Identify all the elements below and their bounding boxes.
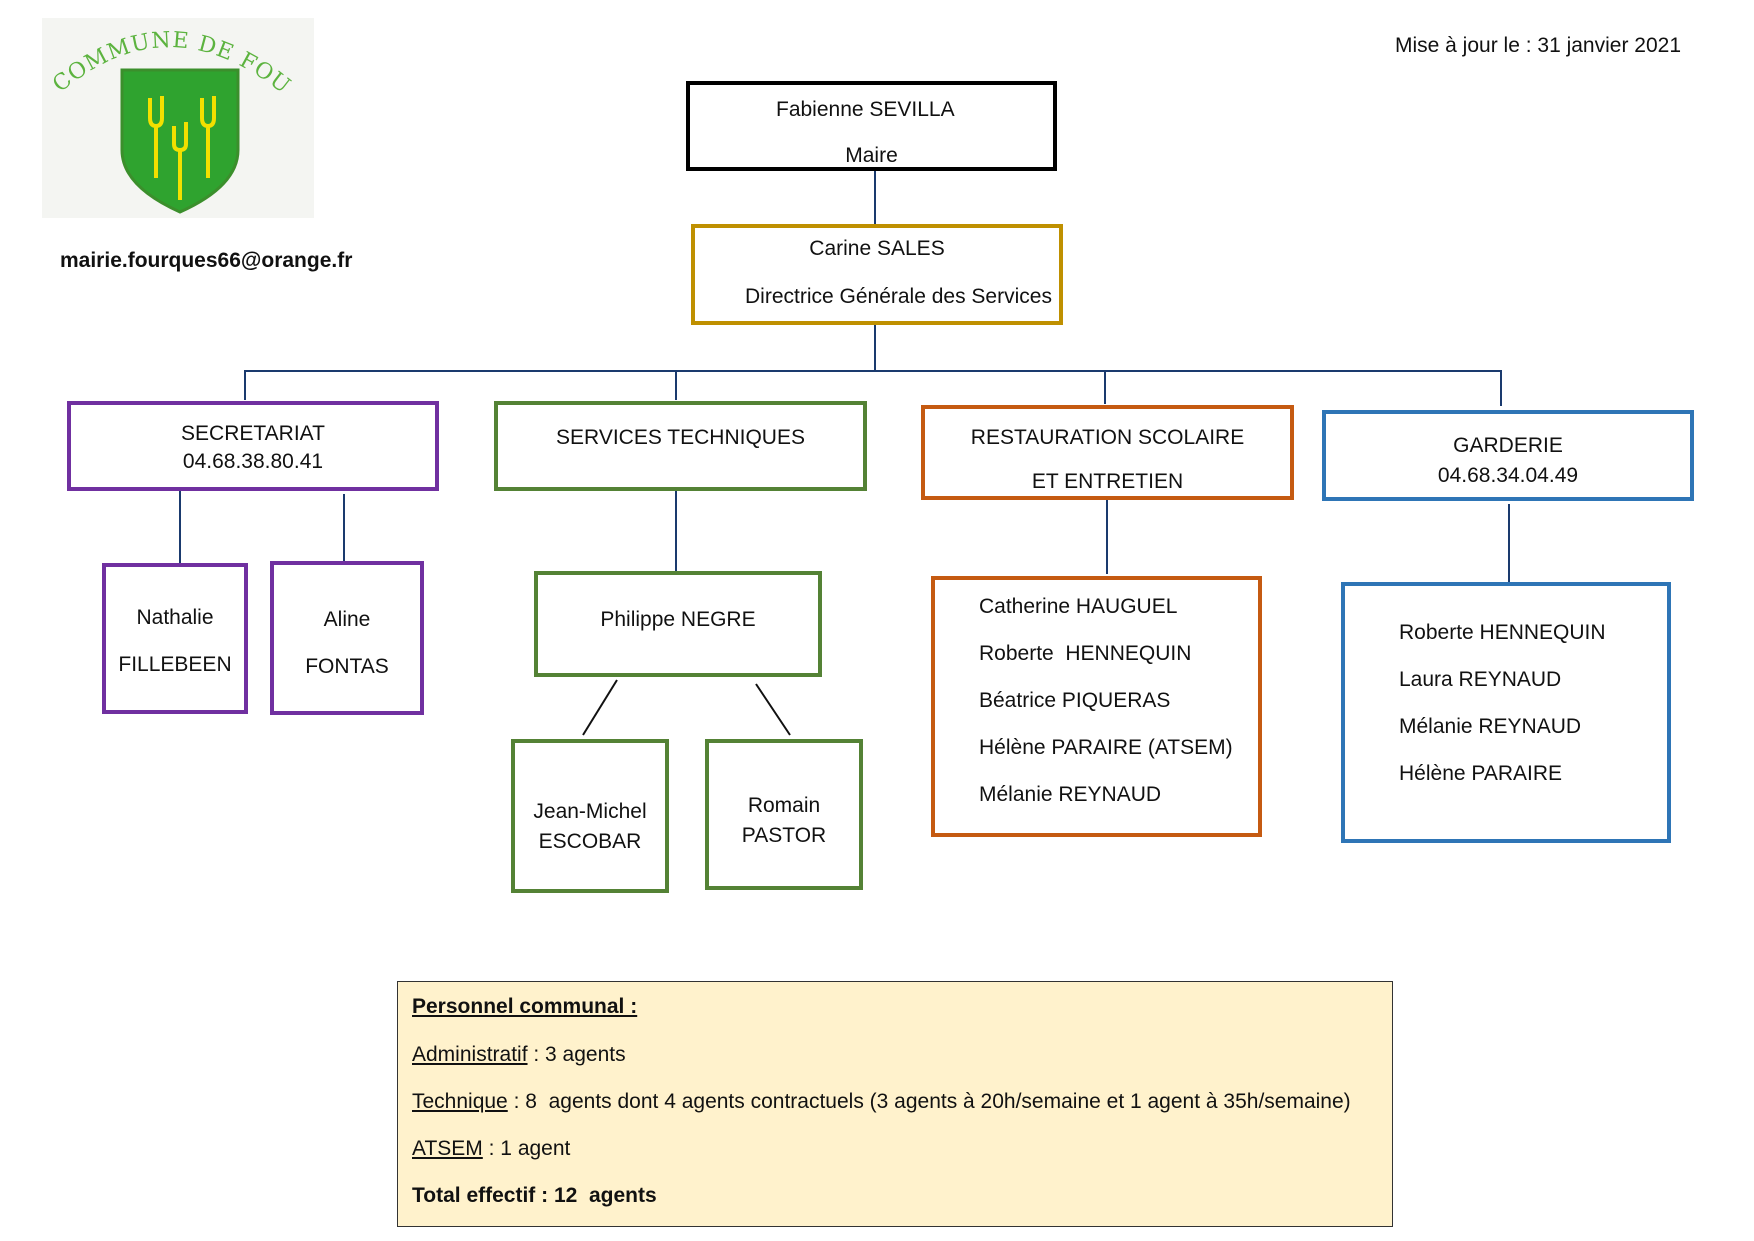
contact-email: mairie.fourques66@orange.fr [60,249,353,272]
personnel-admin-line: Administratif : 3 agents [412,1043,626,1067]
staff-last-name: FONTAS [305,655,389,678]
connector-bus-technique [675,370,677,400]
personnel-summary-box [397,981,1393,1227]
connector-bus-garderie [1500,370,1502,406]
technique-head-box: Philippe NEGRE [534,571,822,677]
connector-philippe-romain [755,683,791,736]
connector-bus [244,370,1502,372]
restauration-box: RESTAURATION SCOLAIRE ET ENTRETIEN [921,405,1294,500]
personnel-atsem-line: ATSEM : 1 agent [412,1137,570,1161]
staff-box-aline: Aline FONTAS [270,561,424,715]
staff-first-name: Romain [747,794,821,817]
technique-title: SERVICES TECHNIQUES [556,426,805,449]
staff-first-name: Aline [323,608,371,631]
staff-last-name: PASTOR [741,824,827,847]
staff-name: Béatrice PIQUERAS [979,689,1171,712]
dgs-name: Carine SALES [809,237,945,260]
staff-name: Mélanie REYNAUD [979,783,1162,806]
forks-icon [148,96,216,200]
tech-value: : 8 agents dont 4 agents contractuels (3… [507,1090,1351,1113]
technique-box: SERVICES TECHNIQUES [494,401,867,491]
mayor-box: Fabienne SEVILLA Maire [686,81,1057,171]
restauration-staff-box: Catherine HAUGUEL Roberte HENNEQUIN Béat… [931,576,1262,837]
staff-name: Laura REYNAUD [1399,668,1562,691]
personnel-total: Total effectif : 12 agents [412,1184,657,1207]
mayor-name: Fabienne SEVILLA [776,98,955,121]
restauration-title-line2: ET ENTRETIEN [1031,470,1184,493]
staff-first-name: Nathalie [136,606,214,629]
staff-name: Roberte HENNEQUIN [1399,621,1606,644]
secretariat-title: SECRETARIAT [181,422,325,445]
mayor-role: Maire [845,144,898,167]
personnel-heading: Personnel communal : [412,995,638,1018]
atsem-value: : 1 agent [482,1137,571,1160]
garderie-title: GARDERIE [1453,434,1563,457]
connector-dgs-bus [874,324,876,370]
connector-mayor-dgs [874,170,876,226]
staff-name: Hélène PARAIRE (ATSEM) [979,736,1233,759]
staff-box-romain: Romain PASTOR [705,739,863,890]
personnel-tech-line: Technique : 8 agents dont 4 agents contr… [412,1090,1351,1114]
admin-value: : 3 agents [527,1043,626,1066]
staff-last-name: ESCOBAR [538,830,642,853]
update-date: Mise à jour le : 31 janvier 2021 [1395,34,1681,57]
connector-technique-philippe [675,490,677,572]
connector-secretariat-nathalie [179,490,181,564]
connector-bus-restauration [1104,370,1106,404]
staff-first-name: Jean-Michel [533,800,647,823]
staff-box-jeanmichel: Jean-Michel ESCOBAR [511,739,669,893]
connector-bus-secretariat [244,370,246,400]
technique-head-name: Philippe NEGRE [600,608,756,631]
staff-name: Mélanie REYNAUD [1399,715,1582,738]
staff-name: Roberte HENNEQUIN [979,642,1192,665]
staff-box-nathalie: Nathalie FILLEBEEN [102,563,248,714]
staff-last-name: FILLEBEEN [118,653,232,676]
garderie-phone: 04.68.34.04.49 [1437,464,1579,487]
admin-label: Administratif [412,1043,528,1066]
secretariat-box: SECRETARIAT 04.68.38.80.41 [67,401,439,491]
atsem-label: ATSEM [412,1137,483,1160]
connector-restauration-staff [1106,498,1108,574]
staff-name: Catherine HAUGUEL [979,595,1178,618]
secretariat-phone: 04.68.38.80.41 [182,450,324,473]
garderie-staff-box: Roberte HENNEQUIN Laura REYNAUD Mélanie … [1341,582,1671,843]
restauration-title-line1: RESTAURATION SCOLAIRE [970,426,1245,449]
dgs-box: Carine SALES Directrice Générale des Ser… [691,224,1063,325]
garderie-box: GARDERIE 04.68.34.04.49 [1322,410,1694,501]
connector-philippe-jeanmichel [582,679,618,736]
connector-garderie-staff [1508,504,1510,584]
dgs-role: Directrice Générale des Services [745,285,1052,308]
staff-name: Hélène PARAIRE [1399,762,1563,785]
tech-label: Technique [412,1090,508,1113]
connector-secretariat-aline [343,494,345,562]
